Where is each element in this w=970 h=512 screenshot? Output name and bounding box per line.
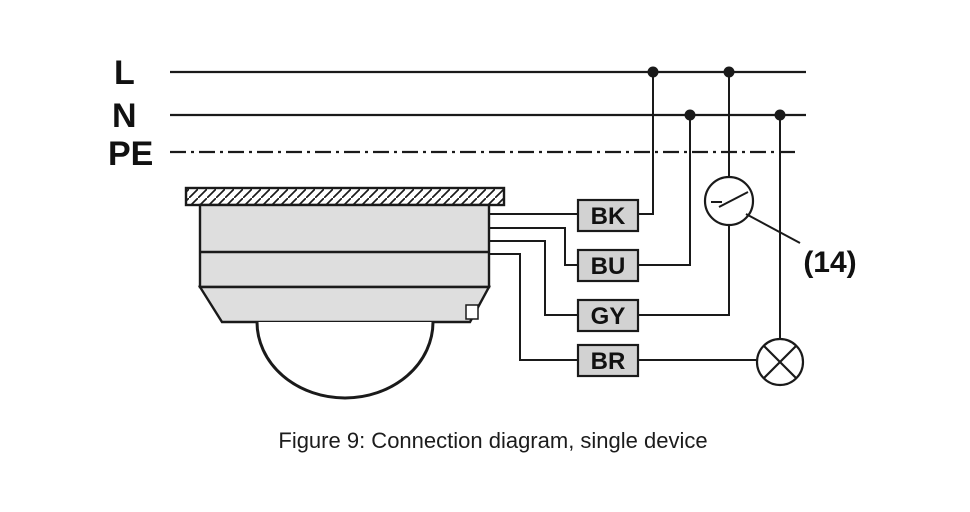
switch-pointer-line <box>745 213 801 244</box>
terminal-br: BR <box>576 343 640 378</box>
terminal-bu-label: BU <box>591 253 626 280</box>
terminal-bk-label: BK <box>591 203 626 230</box>
detector-skirt <box>197 285 492 324</box>
terminal-bk: BK <box>576 198 640 233</box>
terminal-br-label: BR <box>591 348 626 375</box>
terminal-gy-label: GY <box>591 303 626 330</box>
wire-device-gy <box>489 240 578 316</box>
power-line-label-pe: PE <box>108 135 153 173</box>
wire-device-bu <box>489 227 578 266</box>
detector-dome <box>255 321 435 400</box>
figure-caption: Figure 9: Connection diagram, single dev… <box>278 428 707 453</box>
power-line-label-l: L <box>114 54 135 92</box>
ceiling-hatch <box>184 186 506 207</box>
wire-gy-to-switch <box>638 225 730 316</box>
terminal-bu: BU <box>576 248 640 283</box>
wire-bk-to-l <box>638 72 654 215</box>
terminal-gy: GY <box>576 298 640 333</box>
switch-symbol-icon <box>703 175 755 227</box>
switch-ref-label: (14) <box>803 246 856 279</box>
wire-device-br <box>489 253 578 361</box>
wire-bu-to-n <box>638 115 691 266</box>
detector-clip <box>465 304 479 320</box>
detector-body <box>198 203 491 289</box>
lamp-symbol-icon <box>755 337 805 387</box>
power-line-label-n: N <box>112 97 137 135</box>
